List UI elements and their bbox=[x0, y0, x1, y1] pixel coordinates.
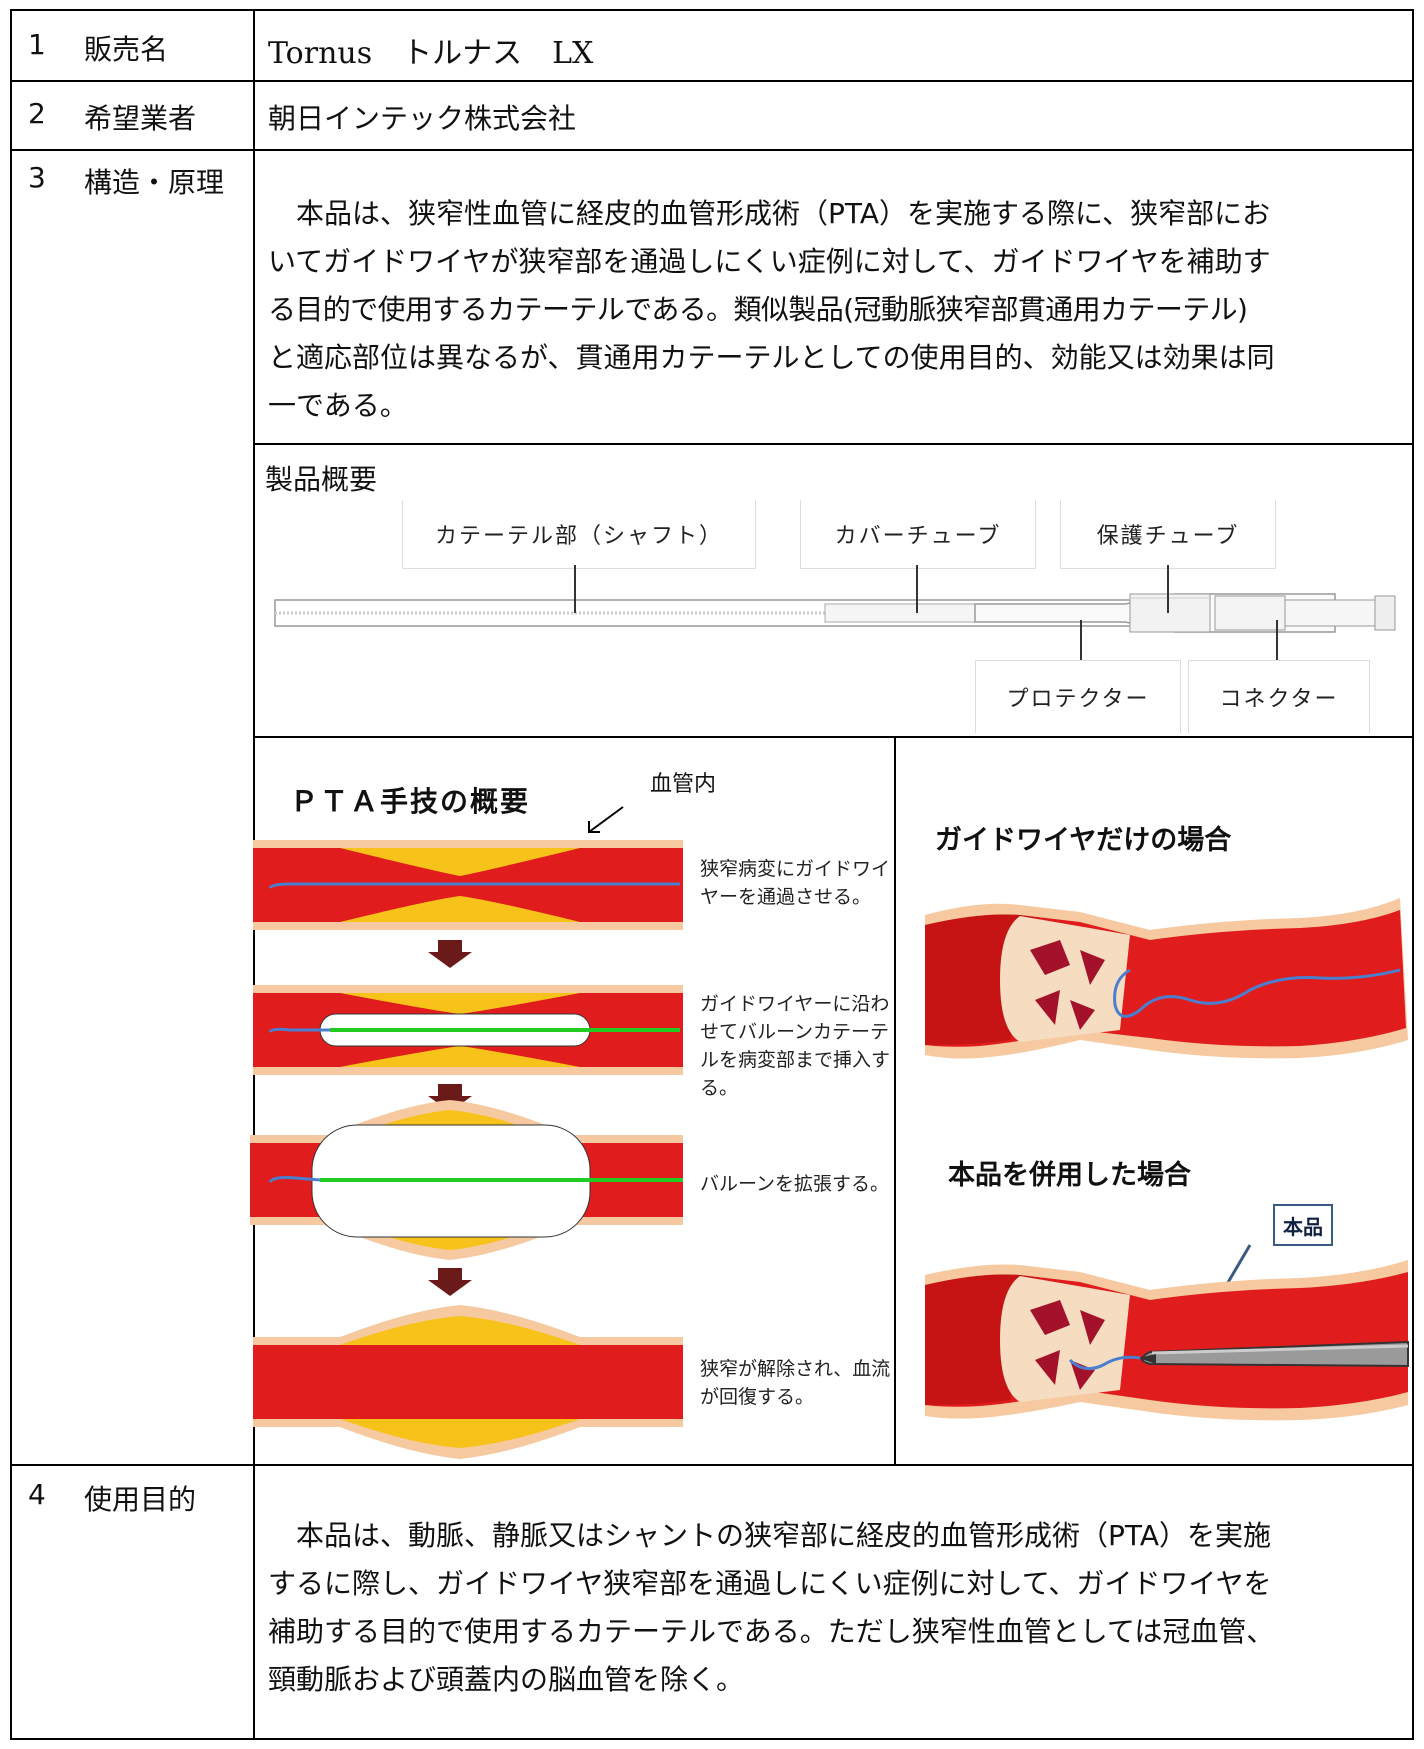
purpose-line: 本品は、動脈、静脈又はシャントの狭窄部に経皮的血管形成術（PTA）を実施 bbox=[268, 1519, 1271, 1552]
label-protect-tube: 保護チューブ bbox=[1060, 500, 1276, 569]
purpose-line: するに際し、ガイドワイヤ狭窄部を通過しにくい症例に対して、ガイドワイヤを bbox=[268, 1567, 1272, 1600]
label-protector: プロテクター bbox=[975, 660, 1181, 733]
table-border-top bbox=[10, 9, 1414, 11]
row-divider-3 bbox=[10, 1464, 1414, 1466]
with-product-diagram bbox=[925, 1244, 1409, 1421]
row-1-label: 販売名 bbox=[84, 33, 169, 66]
table-border-right bbox=[1412, 9, 1414, 1740]
purpose-paragraph: 本品は、動脈、静脈又はシャントの狭窄部に経皮的血管形成術（PTA）を実施 するに… bbox=[268, 1512, 1406, 1704]
vessel-label: 血管内 bbox=[650, 772, 717, 797]
table-border-bottom bbox=[10, 1738, 1414, 1740]
table-border-left bbox=[10, 9, 12, 1740]
structure-line: と適応部位は異なるが、貫通用カテーテルとしての使用目的、効能又は効果は同 bbox=[268, 341, 1275, 374]
row-2-label: 希望業者 bbox=[84, 102, 197, 135]
company-name: 朝日インテック株式会社 bbox=[268, 102, 577, 135]
row-divider-2 bbox=[10, 149, 1414, 151]
vessel-pointer-arrow bbox=[588, 806, 624, 833]
guidewire-only-title: ガイドワイヤだけの場合 bbox=[935, 825, 1232, 856]
purpose-line: 補助する目的で使用するカテーテルである。ただし狭窄性血管としては冠血管、 bbox=[268, 1615, 1275, 1648]
structure-paragraph: 本品は、狭窄性血管に経皮的血管形成術（PTA）を実施する際に、狭窄部にお いてガ… bbox=[268, 190, 1406, 430]
purpose-line: 頸動脈および頭蓋内の脳血管を除く。 bbox=[268, 1663, 745, 1696]
structure-line: いてガイドワイヤが狭窄部を通過しにくい症例に対して、ガイドワイヤを補助す bbox=[268, 245, 1271, 278]
pta-step-4-caption: 狭窄が解除され、血流 が回復する。 bbox=[700, 1358, 891, 1408]
row-3-number: 3 bbox=[28, 161, 46, 194]
pta-title: ＰＴＡ手技の概要 bbox=[290, 785, 531, 818]
label-connector: コネクター bbox=[1188, 660, 1370, 733]
row-1-number: 1 bbox=[28, 28, 46, 61]
figure-column-divider bbox=[894, 736, 896, 1465]
row-divider-1 bbox=[10, 80, 1414, 82]
pta-step-3-caption: バルーンを拡張する。 bbox=[700, 1173, 890, 1195]
overview-title: 製品概要 bbox=[265, 463, 378, 496]
with-product-title: 本品を併用した場合 bbox=[948, 1160, 1191, 1191]
label-cover-tube: カバーチューブ bbox=[800, 500, 1036, 569]
row-3-label: 構造・原理 bbox=[84, 166, 225, 199]
row-4-label: 使用目的 bbox=[84, 1483, 197, 1516]
row3-inner-divider-2 bbox=[253, 736, 1414, 738]
product-tag: 本品 bbox=[1273, 1204, 1333, 1246]
pta-steps-diagram bbox=[250, 840, 683, 1459]
product-name: Tornus トルナス LX bbox=[268, 36, 594, 71]
catheter-diagram bbox=[274, 565, 1396, 660]
guidewire-only-diagram bbox=[925, 898, 1408, 1059]
pta-step-2-caption: ガイドワイヤーに沿わ せてバルーンカテーテ ルを病変部まで挿入す る。 bbox=[700, 993, 891, 1099]
row-4-number: 4 bbox=[28, 1478, 46, 1511]
row-2-number: 2 bbox=[28, 97, 46, 130]
label-shaft: カテーテル部（シャフト） bbox=[402, 500, 756, 569]
pta-step-1-caption: 狭窄病変にガイドワイ ヤーを通過させる。 bbox=[700, 858, 891, 908]
structure-line: 一である。 bbox=[268, 389, 408, 422]
structure-line: る目的で使用するカテーテルである。類似製品(冠動脈狭窄部貫通用カテーテル) bbox=[268, 293, 1248, 326]
row3-inner-divider-1 bbox=[253, 443, 1414, 445]
structure-line: 本品は、狭窄性血管に経皮的血管形成術（PTA）を実施する際に、狭窄部にお bbox=[268, 197, 1271, 230]
